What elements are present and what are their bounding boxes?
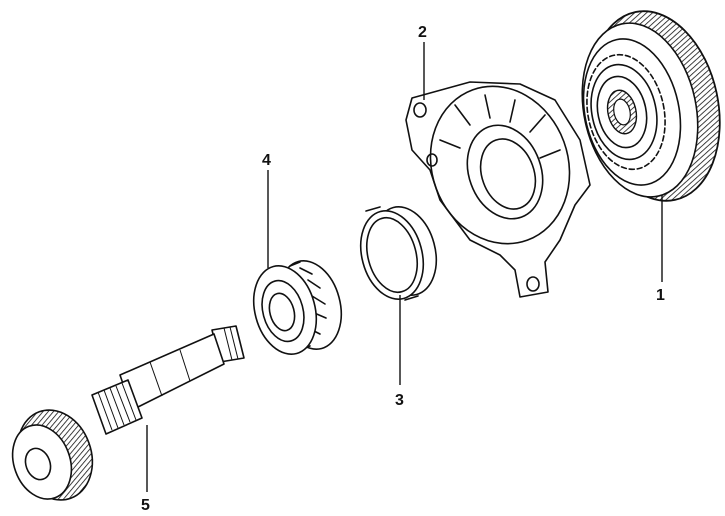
- callout-3: 3: [395, 295, 404, 409]
- callout-1: 1: [656, 195, 665, 304]
- race-part: [359, 206, 438, 301]
- shaft-part: [11, 325, 245, 501]
- housing-part: [405, 81, 591, 298]
- bearing-part: [252, 260, 343, 355]
- callout-5: 5: [141, 425, 150, 514]
- callout-2-label: 2: [418, 24, 427, 41]
- callout-5-label: 5: [141, 497, 150, 514]
- callout-1-label: 1: [656, 287, 665, 304]
- gear-part: [581, 10, 721, 202]
- callout-2: 2: [418, 24, 427, 100]
- callout-4: 4: [262, 152, 271, 268]
- callout-3-label: 3: [395, 392, 404, 409]
- callout-4-label: 4: [262, 152, 271, 169]
